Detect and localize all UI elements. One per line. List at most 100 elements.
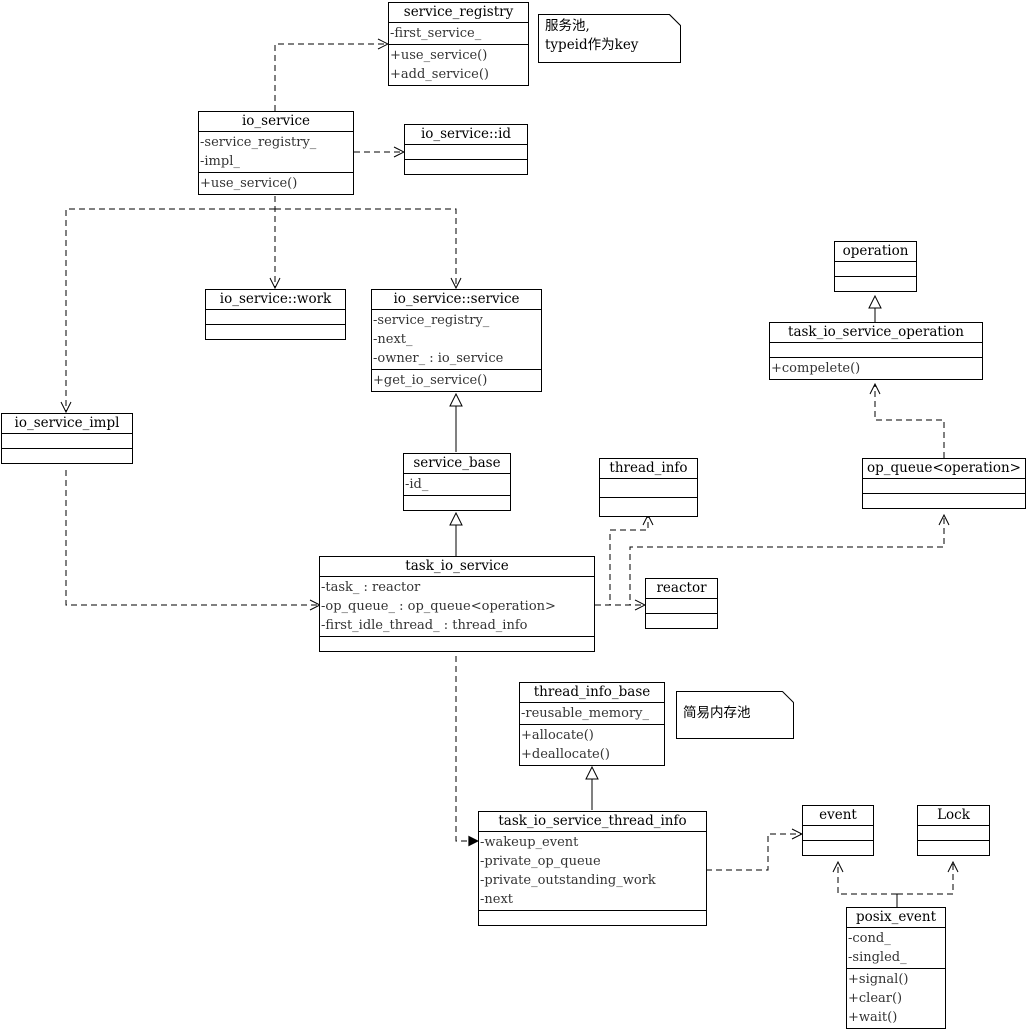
- class-thread-info-base[interactable]: thread_info_base -reusable_memory_ +allo…: [519, 682, 665, 766]
- class-io-service-service[interactable]: io_service::service -service_registry_ -…: [371, 289, 542, 392]
- attribute: -private_op_queue: [480, 854, 601, 869]
- class-name: Lock: [918, 806, 989, 826]
- attributes-section: -service_registry_ -next_ -owner_ : io_s…: [372, 310, 541, 370]
- class-name: thread_info: [600, 459, 697, 479]
- attribute: -op_queue_ : op_queue<operation>: [321, 599, 556, 614]
- class-task-io-service[interactable]: task_io_service -task_ : reactor -op_que…: [319, 556, 595, 652]
- attributes-section: -task_ : reactor -op_queue_ : op_queue<o…: [320, 577, 594, 637]
- operation: +get_io_service(): [373, 373, 488, 388]
- edge-task-io-service-to-thread-info-impl: [455, 656, 478, 841]
- class-name: reactor: [646, 579, 717, 599]
- class-task-io-service-thread-info[interactable]: task_io_service_thread_info -wakeup_even…: [478, 811, 707, 926]
- edge-task-io-service-to-thread-info: [595, 515, 648, 606]
- attribute: -wakeup_event: [480, 835, 579, 850]
- attributes-section: [206, 310, 345, 325]
- operation: +clear(): [848, 991, 903, 1006]
- attribute: -next: [480, 892, 514, 907]
- operations-section: [803, 841, 873, 855]
- operation: +signal(): [848, 972, 909, 987]
- attribute: -cond_: [848, 931, 891, 946]
- operations-section: [479, 911, 706, 925]
- attributes-section: [863, 479, 1025, 494]
- operations-section: [600, 498, 697, 516]
- attributes-section: [646, 599, 717, 614]
- class-name: service_base: [404, 454, 510, 474]
- operation: +compelete(): [771, 361, 861, 376]
- edge-thread-info-to-event: [706, 834, 802, 871]
- edge-op-queue-to-operation: [875, 384, 945, 458]
- edge-io-service-to-impl: [66, 208, 275, 412]
- class-event[interactable]: event: [802, 805, 874, 856]
- class-posix-event[interactable]: posix_event -cond_ -singled_ +signal() +…: [846, 907, 946, 1029]
- operation: +deallocate(): [521, 747, 610, 762]
- class-service-registry[interactable]: service_registry -first_service_ +use_se…: [388, 2, 529, 86]
- attributes-section: [2, 434, 132, 449]
- attributes-section: -id_: [404, 474, 510, 496]
- edge-posix-event-to-lock: [897, 862, 953, 895]
- operation: +allocate(): [521, 728, 594, 743]
- attributes-section: -cond_ -singled_: [847, 928, 945, 969]
- attributes-section: -reusable_memory_: [520, 703, 664, 725]
- class-name: io_service::service: [372, 290, 541, 310]
- class-name: op_queue<operation>: [863, 459, 1025, 479]
- class-name: task_io_service_operation: [770, 323, 982, 343]
- note-line: typeid作为key: [545, 37, 639, 53]
- class-reactor[interactable]: reactor: [645, 578, 718, 629]
- class-lock[interactable]: Lock: [917, 805, 990, 856]
- attributes-section: [600, 479, 697, 498]
- attribute: -service_registry_: [200, 135, 317, 150]
- class-thread-info[interactable]: thread_info: [599, 458, 698, 517]
- class-name: event: [803, 806, 873, 826]
- note-line: 服务池,: [545, 18, 590, 34]
- class-io-service-work[interactable]: io_service::work: [205, 289, 346, 340]
- operations-section: [405, 160, 527, 174]
- edge-io-service-to-service-registry: [274, 44, 388, 111]
- operations-section: +use_service(): [199, 173, 353, 194]
- class-io-service[interactable]: io_service -service_registry_ -impl_ +us…: [198, 111, 354, 195]
- operation: +use_service(): [390, 48, 488, 63]
- class-operation[interactable]: operation: [834, 241, 917, 292]
- attribute: -first_service_: [390, 26, 482, 41]
- operations-section: +use_service() +add_service(): [389, 45, 528, 85]
- operation: +wait(): [848, 1010, 898, 1025]
- class-task-io-service-operation[interactable]: task_io_service_operation +compelete(): [769, 322, 983, 380]
- class-name: io_service::work: [206, 290, 345, 310]
- class-name: io_service_impl: [2, 414, 132, 434]
- class-name: io_service::id: [405, 125, 527, 145]
- edge-task-io-service-to-op-queue: [595, 515, 944, 606]
- attribute: -first_idle_thread_ : thread_info: [321, 618, 528, 633]
- class-name: task_io_service: [320, 557, 594, 577]
- attribute: -task_ : reactor: [321, 580, 421, 595]
- attributes-section: -first_service_: [389, 23, 528, 45]
- attributes-section: [803, 826, 873, 841]
- operations-section: [320, 637, 594, 651]
- attribute: -next_: [373, 332, 413, 347]
- edge-posix-event-to-event: [838, 862, 897, 895]
- class-name: thread_info_base: [520, 683, 664, 703]
- operations-section: [918, 841, 989, 855]
- attribute: -service_registry_: [373, 313, 490, 328]
- attributes-section: [770, 343, 982, 358]
- operations-section: +get_io_service(): [372, 370, 541, 391]
- class-io-service-impl[interactable]: io_service_impl: [1, 413, 133, 464]
- class-name: operation: [835, 242, 916, 262]
- attribute: -id_: [405, 477, 429, 492]
- operations-section: [206, 325, 345, 339]
- class-name: io_service: [199, 112, 353, 132]
- class-service-base[interactable]: service_base -id_: [403, 453, 511, 511]
- operations-section: [404, 496, 510, 510]
- class-io-service-id[interactable]: io_service::id: [404, 124, 528, 175]
- attributes-section: [918, 826, 989, 841]
- attribute: -owner_ : io_service: [373, 351, 504, 366]
- note-fold-icon: [669, 14, 681, 26]
- note-service-pool: 服务池, typeid作为key: [538, 14, 681, 63]
- operation: +add_service(): [390, 67, 489, 82]
- operations-section: +allocate() +deallocate(): [520, 725, 664, 765]
- class-name: task_io_service_thread_info: [479, 812, 706, 832]
- edge-impl-to-task-io-service: [65, 470, 320, 605]
- class-op-queue-operation[interactable]: op_queue<operation>: [862, 458, 1026, 509]
- attribute: -reusable_memory_: [521, 706, 650, 721]
- attribute: -impl_: [200, 154, 240, 169]
- operations-section: [835, 277, 916, 291]
